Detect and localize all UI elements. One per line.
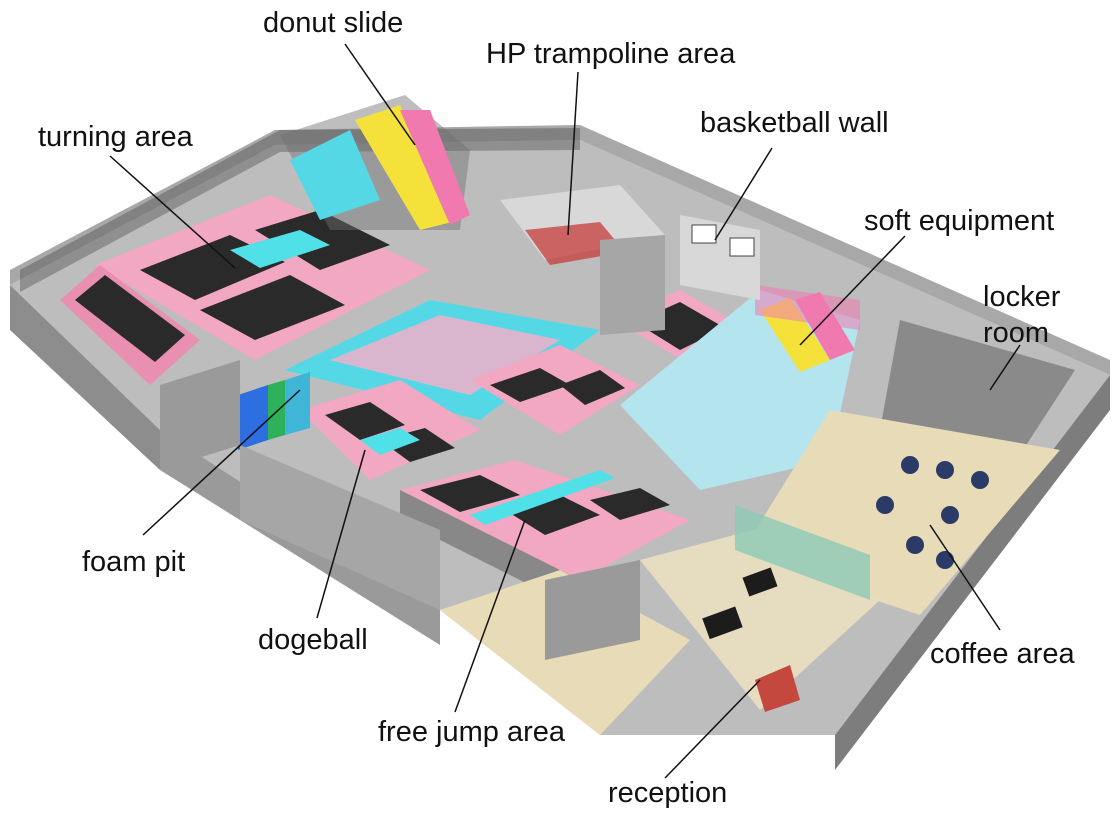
coffee-table — [901, 456, 919, 474]
leader-line-turning-area — [109, 155, 236, 269]
label-foam-pit: foam pit — [82, 546, 186, 578]
dogeball-cross — [360, 428, 420, 455]
label-free-jump-area: free jump area — [378, 716, 565, 748]
label-reception: reception — [608, 777, 728, 809]
label-turning-area: turning area — [38, 121, 193, 153]
partition-wall-a — [160, 360, 240, 470]
free-jump-bed-3 — [590, 488, 670, 520]
partition-wall-c — [545, 560, 640, 660]
climbing-wall-green — [268, 380, 285, 440]
turning-area-pad-cyan — [230, 230, 330, 268]
reception-desk — [755, 665, 800, 712]
leader-line-basketball-wall — [714, 147, 773, 241]
free-jump-bed-1 — [420, 475, 520, 512]
leader-line-coffee-area — [929, 524, 1001, 631]
coffee-tables — [876, 456, 989, 569]
leader-lines — [109, 43, 1021, 779]
partition-wall-b — [240, 445, 440, 610]
partition-wall-d — [600, 235, 665, 335]
turning-area-ramp-bed — [75, 275, 185, 362]
label-soft-equipment: soft equipment — [864, 205, 1055, 237]
leader-line-foam-pit — [142, 389, 301, 536]
donut-slide-cyan — [290, 130, 380, 220]
label-hp-trampoline-area: HP trampoline area — [486, 38, 736, 70]
coffee-table — [936, 461, 954, 479]
soft-play-frame — [755, 285, 860, 330]
climbing-wall-blue — [238, 385, 268, 450]
dogeball-bed-a — [325, 402, 405, 440]
free-jump-cyan — [470, 470, 615, 525]
coffee-table — [876, 496, 894, 514]
leader-line-free-jump — [454, 519, 526, 713]
donut-slide-pink — [400, 110, 470, 225]
basketball-backboard-1 — [691, 224, 717, 244]
label-locker-room: locker room — [983, 279, 1060, 351]
coffee-table — [971, 471, 989, 489]
climbing-wall-cyan — [285, 372, 310, 435]
center-bed-1 — [490, 368, 570, 402]
leader-line-soft-equipment — [799, 235, 906, 346]
donut-slide-yellow — [355, 105, 460, 230]
leader-line-donut-slide — [344, 43, 416, 146]
leader-line-reception — [664, 679, 761, 779]
label-dogeball: dogeball — [258, 624, 368, 656]
locker-wall — [735, 505, 870, 600]
label-basketball-wall: basketball wall — [700, 107, 889, 139]
reception-bench-1 — [702, 606, 743, 640]
label-donut-slide: donut slide — [263, 7, 404, 39]
reception-bench-2 — [742, 567, 778, 597]
turning-area-bed-3 — [200, 275, 345, 340]
outer-wall-left — [10, 285, 160, 470]
coffee-table — [941, 506, 959, 524]
basketball-backboard-2 — [729, 237, 755, 257]
leader-line-dogeball — [316, 449, 366, 619]
center-bed-2 — [560, 370, 625, 405]
label-coffee-area: coffee area — [930, 638, 1075, 670]
leader-line-locker-room — [989, 344, 1021, 391]
coffee-table — [936, 551, 954, 569]
turning-area-bed-2 — [255, 210, 390, 270]
back-net-fence — [20, 128, 580, 292]
coffee-table — [906, 536, 924, 554]
outer-wall-right — [835, 375, 1110, 770]
label-locker-room-line2: room — [983, 317, 1050, 349]
label-locker-room-line1: locker — [983, 281, 1061, 313]
leader-line-hp-trampoline — [567, 71, 579, 236]
